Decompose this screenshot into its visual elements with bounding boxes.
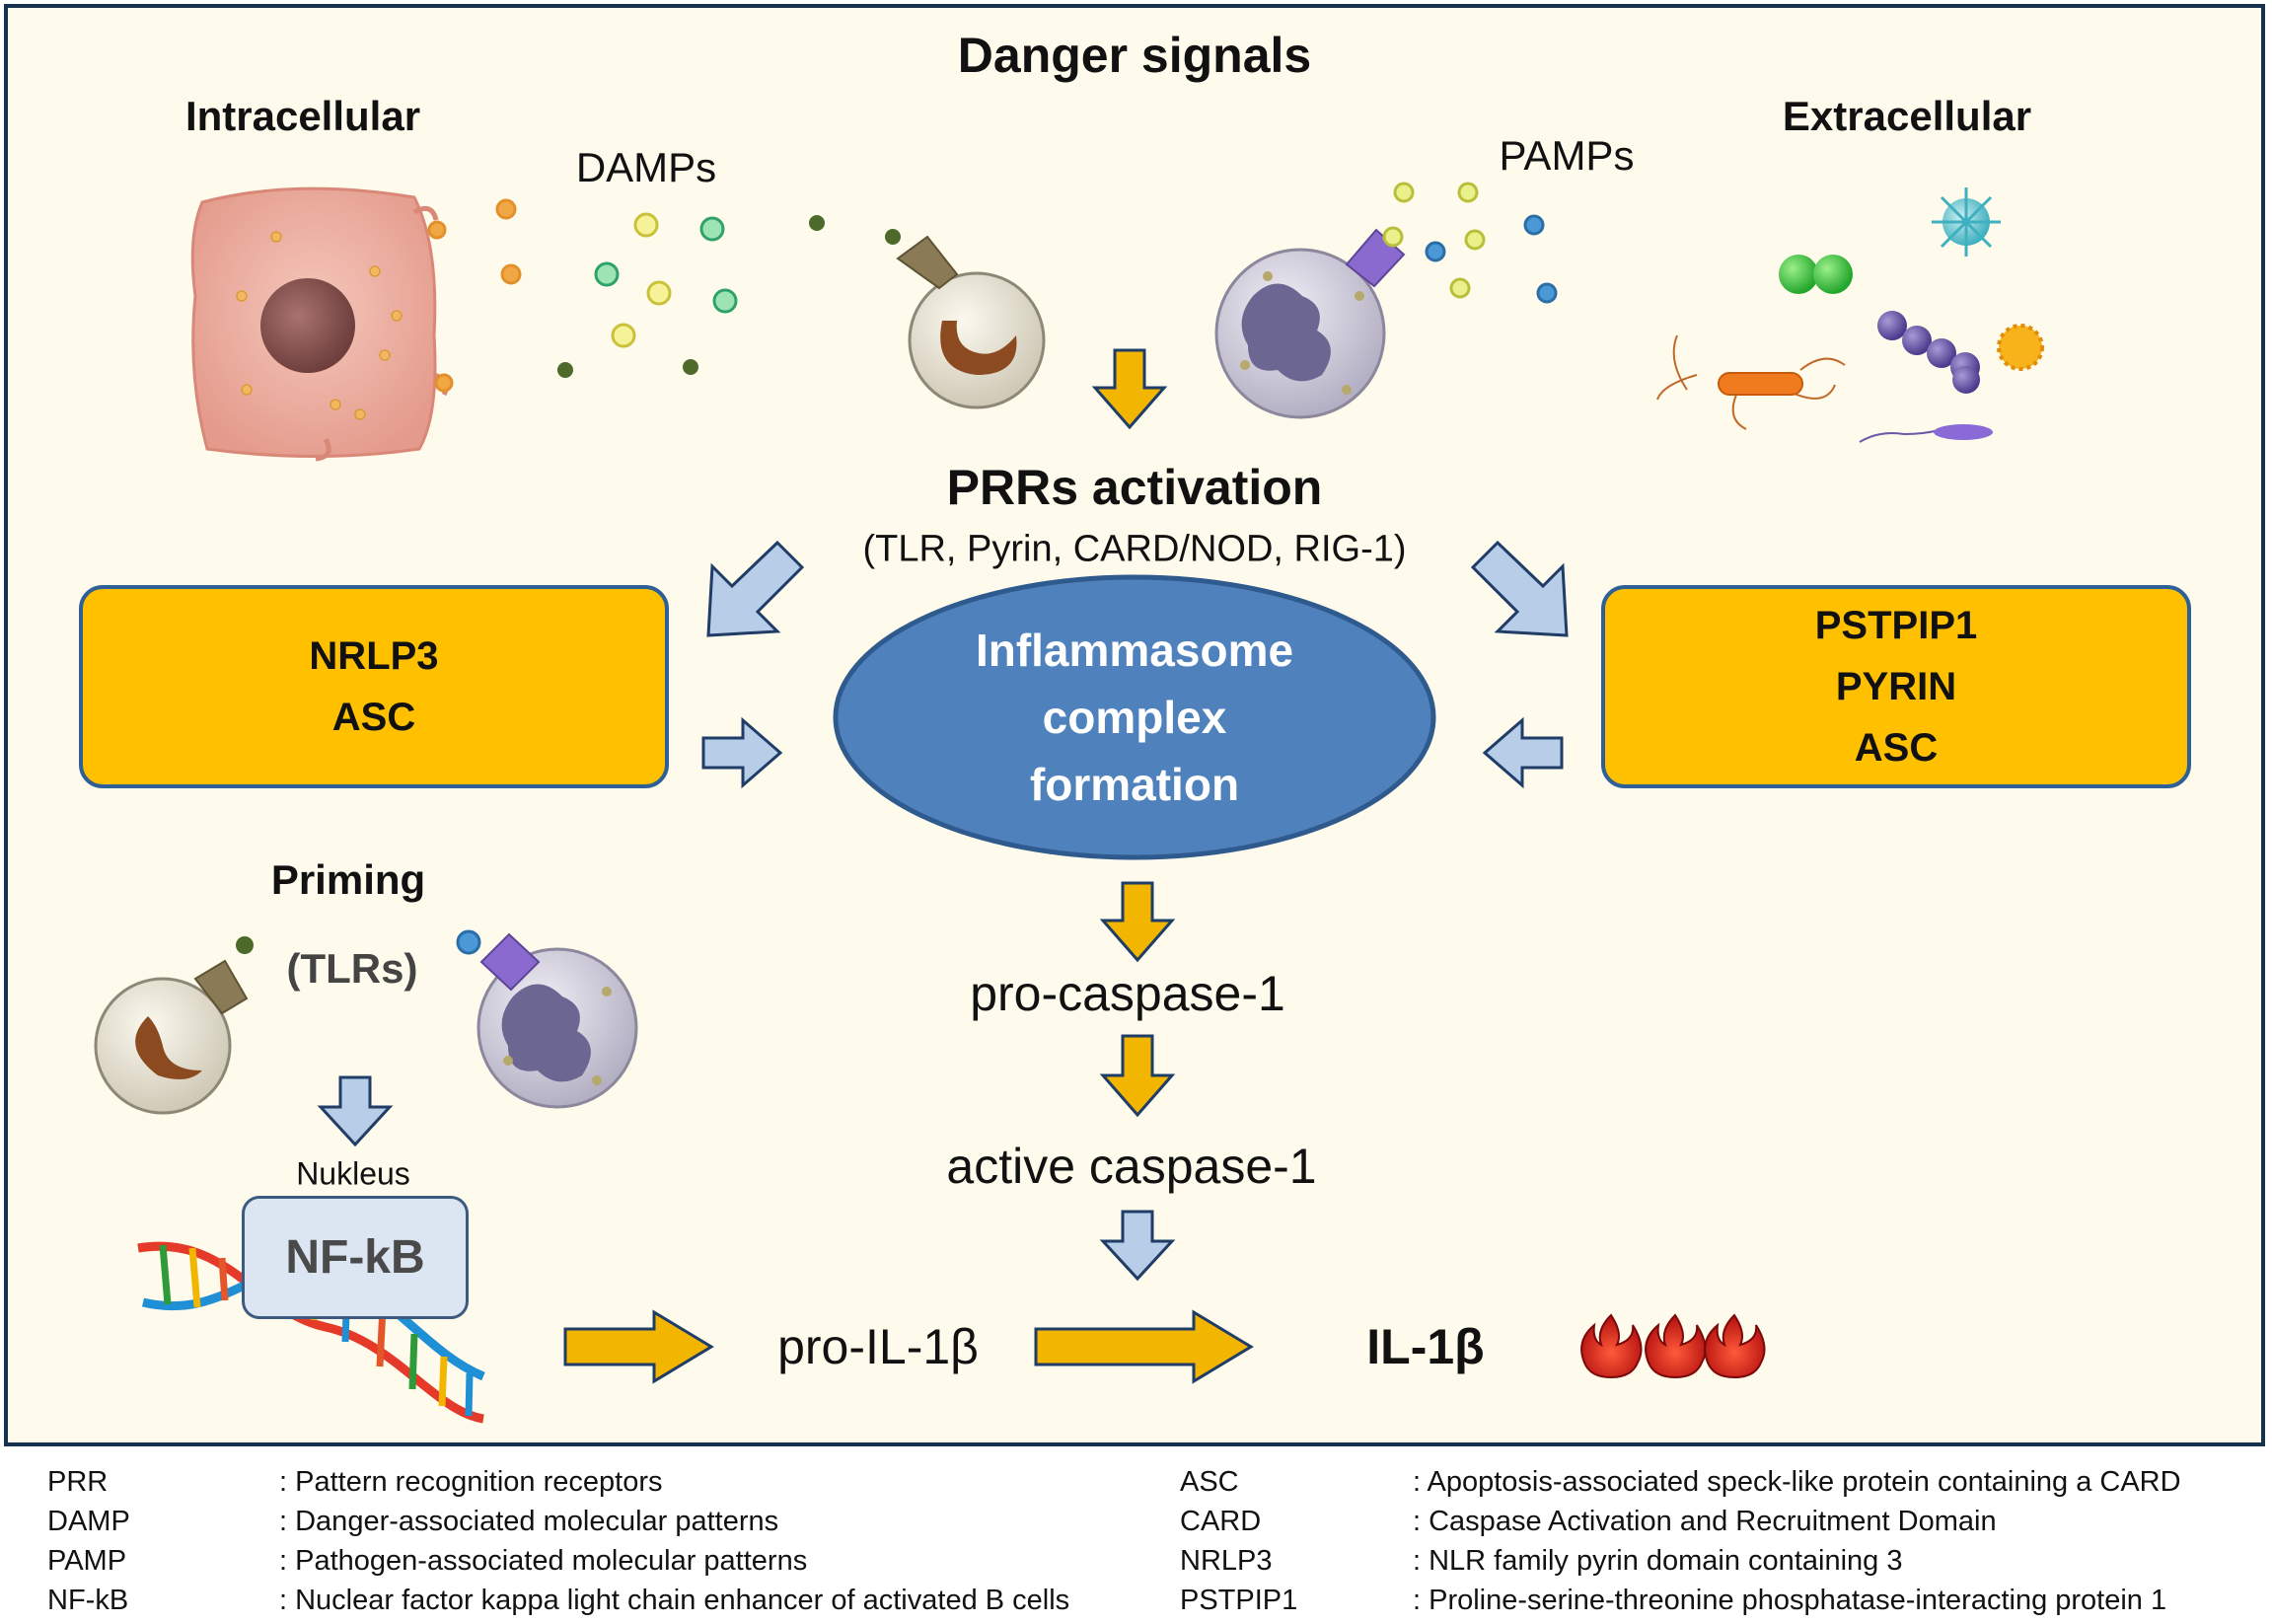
spirillum-icon [1859, 424, 1993, 443]
legend-def: : Nuclear factor kappa light chain enhan… [279, 1585, 1070, 1616]
inflammasome-ellipse [833, 574, 1436, 860]
legend-abbr: CARD [1180, 1506, 1262, 1537]
arrow-down-icon [317, 1075, 394, 1147]
tlrs-label: (TLRs) [286, 945, 418, 992]
arrow-right-icon [1034, 1309, 1254, 1384]
legend-def: : Pattern recognition receptors [279, 1466, 663, 1498]
pro-il-label: pro-IL-1β [777, 1319, 979, 1374]
pathogens-icon [1656, 187, 2044, 443]
arrow-right-icon [701, 716, 783, 789]
streptococcus-icon [1877, 311, 1980, 394]
box-right-line: ASC [1854, 726, 1939, 770]
prr-activation-title: PRRs activation [946, 460, 1323, 515]
pamps-label: PAMPs [1499, 132, 1635, 179]
arrow-down-icon [1091, 348, 1168, 430]
intracellular-label: Intracellular [184, 93, 421, 139]
inflammasome-line: formation [1029, 759, 1240, 810]
active-caspase-label: active caspase-1 [946, 1139, 1317, 1194]
legend-def: : Apoptosis-associated speck-like protei… [1413, 1466, 2181, 1498]
prr-activation-subtitle: (TLR, Pyrin, CARD/NOD, RIG-1) [862, 528, 1407, 570]
flame-icon [1645, 1313, 1707, 1379]
legend-abbr: PSTPIP1 [1180, 1585, 1298, 1616]
legend-abbr: PRR [47, 1466, 109, 1498]
nfkb-box: NF-kB [242, 1196, 469, 1319]
pamp-particles [1382, 182, 1558, 304]
bacillus-icon [1656, 334, 1846, 430]
pstpip1-pyrin-asc-box: PSTPIP1 PYRIN ASC [1601, 585, 2191, 788]
inflammasome-line: Inflammasome [975, 625, 1294, 676]
damps-label: DAMPs [575, 144, 717, 190]
damp-particles [557, 212, 901, 378]
priming-neutrophil-icon [456, 929, 638, 1109]
arrow-down-icon [1099, 1034, 1176, 1118]
neutrophil-cell-icon [1214, 228, 1406, 419]
damaged-cell-icon [190, 186, 522, 462]
legend-abbr: ASC [1180, 1466, 1239, 1498]
arrow-diagonal-right-icon [1470, 540, 1569, 637]
arrow-left-icon [1482, 716, 1564, 789]
abbreviation-legend: PRR : Pattern recognition receptors DAMP… [0, 1446, 2272, 1624]
il-label: IL-1β [1366, 1319, 1485, 1374]
legend-abbr: DAMP [47, 1506, 130, 1537]
legend-abbr: NRLP3 [1180, 1545, 1273, 1577]
coccus-icon [1997, 324, 2044, 371]
nucleus-label: Nukleus [296, 1155, 410, 1192]
extracellular-label: Extracellular [1782, 93, 2032, 139]
priming-monocyte-icon [94, 936, 254, 1115]
inflammasome-line: complex [1042, 692, 1227, 743]
legend-def: : NLR family pyrin domain containing 3 [1413, 1545, 1903, 1577]
virus-icon [1932, 187, 2001, 257]
box-left-line: NRLP3 [309, 634, 439, 678]
flame-icon [1580, 1313, 1643, 1379]
diagram-title: Danger signals [957, 28, 1312, 83]
legend-def: : Proline-serine-threonine phosphatase-i… [1413, 1585, 2167, 1616]
legend-def: : Caspase Activation and Recruitment Dom… [1413, 1506, 1997, 1537]
legend-abbr: NF-kB [47, 1585, 129, 1616]
nrlp3-asc-box: NRLP3 ASC [79, 585, 669, 788]
arrow-right-icon [563, 1309, 714, 1384]
legend-abbr: PAMP [47, 1545, 127, 1577]
legend-def: : Pathogen-associated molecular patterns [279, 1545, 808, 1577]
box-right-line: PYRIN [1835, 665, 1957, 708]
arrow-down-icon [1099, 1210, 1176, 1282]
priming-label: Priming [270, 856, 426, 903]
arrow-down-icon [1099, 881, 1176, 963]
diplococcus-icon [1779, 255, 1853, 294]
box-left-line: ASC [331, 696, 416, 739]
legend-def: : Danger-associated molecular patterns [279, 1506, 779, 1537]
arrow-diagonal-left-icon [706, 540, 805, 637]
pro-caspase-label: pro-caspase-1 [970, 966, 1285, 1021]
flame-icon [1704, 1313, 1766, 1379]
inflammasome-label: Inflammasome complex formation [976, 617, 1293, 818]
box-right-line: PSTPIP1 [1814, 604, 1978, 647]
monocyte-cell-icon [896, 235, 1046, 409]
